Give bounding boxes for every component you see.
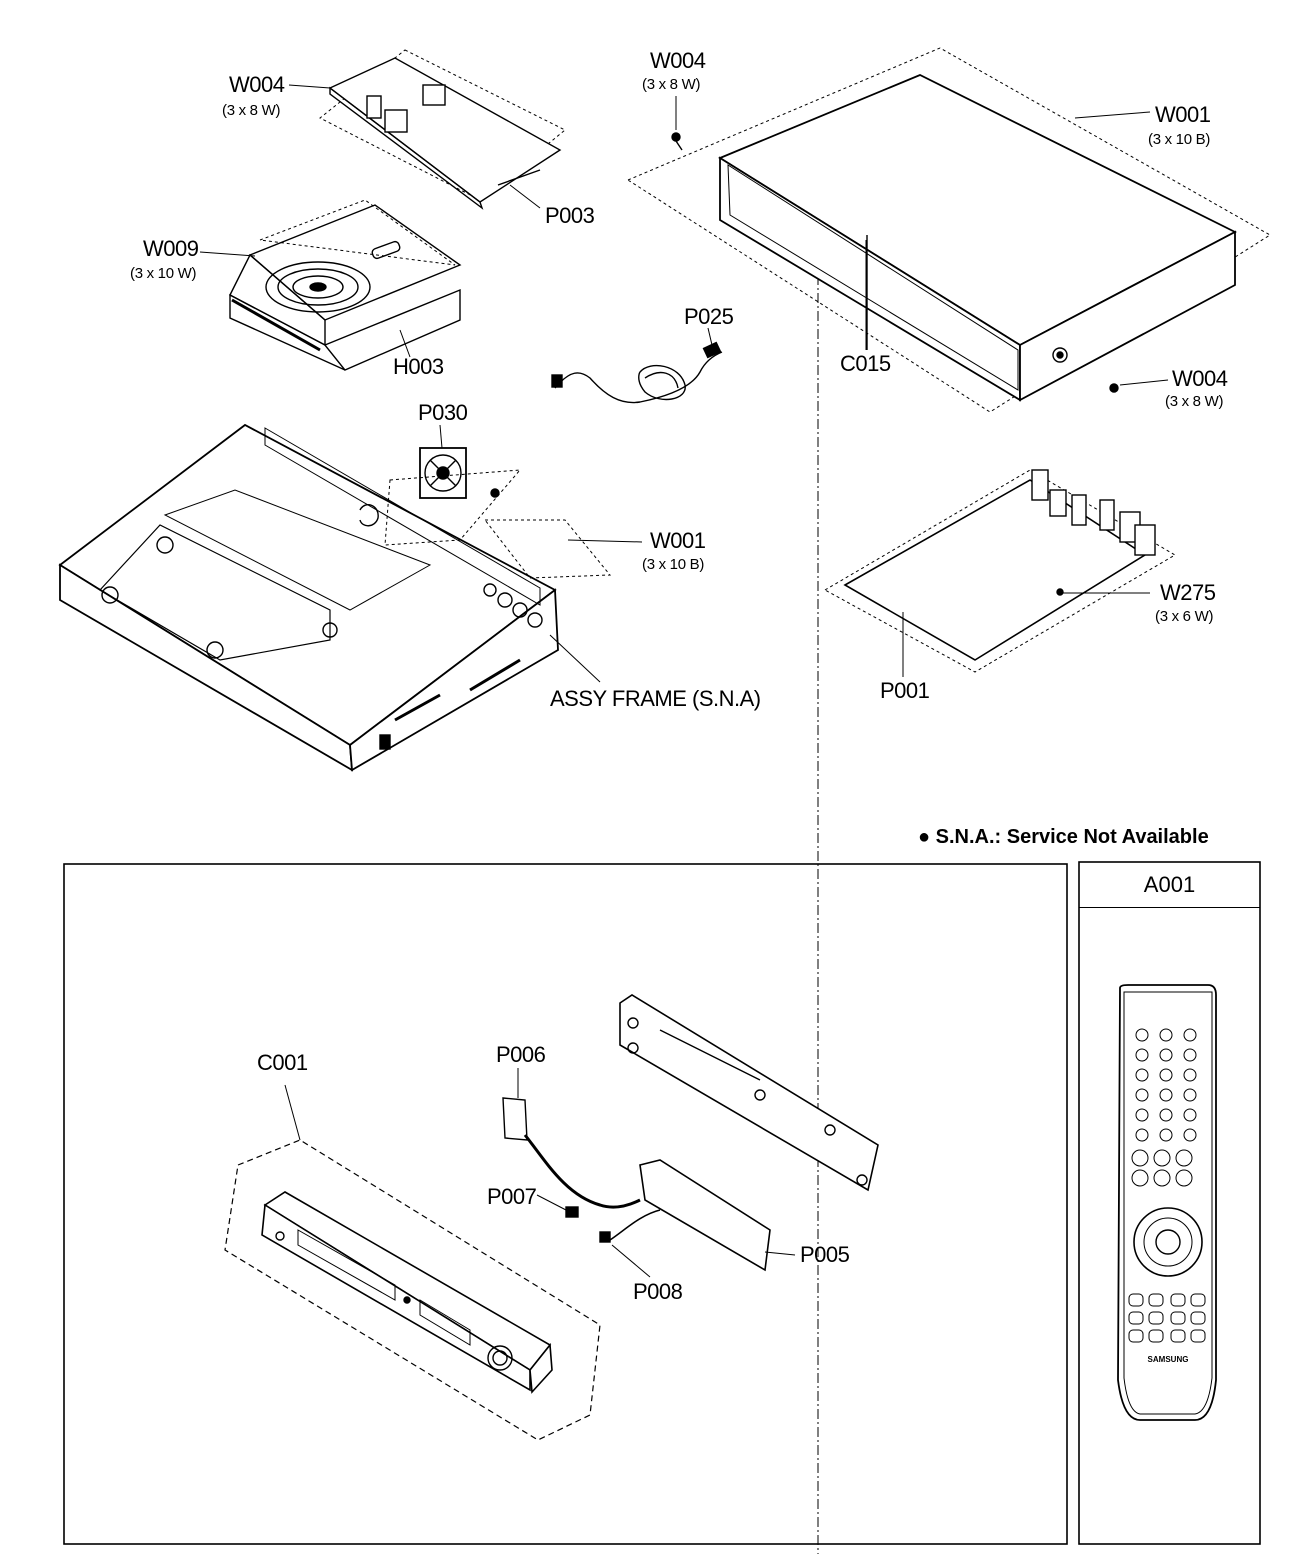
label-p030: P030	[418, 400, 468, 425]
spec-w004-right: (3 x 8 W)	[1165, 393, 1224, 410]
remote-button	[1135, 1128, 1149, 1142]
label-w004-right: W004	[1172, 366, 1228, 391]
main-board-p001-drawing	[823, 469, 1176, 673]
remote-button	[1153, 1149, 1171, 1167]
label-p007: P007	[487, 1184, 537, 1209]
leader-lines	[199, 84, 1169, 1278]
spec-w001-top-right: (3 x 10 B)	[1148, 131, 1211, 148]
remote-button	[1183, 1128, 1197, 1142]
remote-control-a001-drawing: SAMSUNG	[1117, 984, 1217, 1421]
remote-box	[1078, 861, 1261, 1545]
remote-button	[1135, 1068, 1149, 1082]
remote-button	[1183, 1028, 1197, 1042]
remote-button	[1175, 1169, 1193, 1187]
label-p005: P005	[800, 1242, 850, 1267]
label-h003: H003	[393, 354, 444, 379]
remote-button	[1135, 1108, 1149, 1122]
label-w004-top-middle: W004	[650, 48, 706, 73]
remote-button	[1148, 1329, 1164, 1343]
remote-button	[1183, 1088, 1197, 1102]
front-panel-c001-drawing	[224, 1139, 601, 1441]
assy-frame-drawing	[58, 423, 612, 772]
label-w275: W275	[1160, 580, 1216, 605]
remote-button	[1135, 1088, 1149, 1102]
power-cord-p025-drawing	[551, 341, 723, 404]
label-p003: P003	[545, 203, 595, 228]
remote-button	[1190, 1329, 1206, 1343]
label-p025: P025	[684, 304, 734, 329]
remote-button	[1159, 1048, 1173, 1062]
label-p001: P001	[880, 678, 930, 703]
remote-button	[1159, 1128, 1173, 1142]
label-p006: P006	[496, 1042, 546, 1067]
remote-button	[1183, 1048, 1197, 1062]
remote-button	[1159, 1028, 1173, 1042]
spec-w001-middle: (3 x 10 B)	[642, 556, 705, 573]
remote-button	[1170, 1329, 1186, 1343]
remote-button	[1159, 1088, 1173, 1102]
label-w001-middle: W001	[650, 528, 706, 553]
remote-button	[1175, 1149, 1193, 1167]
spec-w004-top-left: (3 x 8 W)	[222, 102, 281, 119]
remote-button	[1128, 1293, 1144, 1307]
remote-button	[1159, 1108, 1173, 1122]
remote-button	[1170, 1293, 1186, 1307]
front-panel-group-box	[63, 863, 1068, 1545]
remote-button	[1148, 1293, 1164, 1307]
board-p003-drawing	[319, 49, 566, 210]
remote-button	[1190, 1311, 1206, 1325]
top-cover-c015-drawing	[626, 47, 1271, 413]
remote-button	[1135, 1028, 1149, 1042]
remote-button	[1128, 1329, 1144, 1343]
board-p006-drawing	[502, 1097, 641, 1209]
remote-button	[1148, 1311, 1164, 1325]
remote-button	[1153, 1169, 1171, 1187]
remote-brand-text: SAMSUNG	[1148, 1355, 1189, 1364]
label-w001-top-right: W001	[1155, 102, 1211, 127]
remote-button	[1128, 1311, 1144, 1325]
remote-buttons	[1128, 1028, 1206, 1343]
label-w004-top-left: W004	[229, 72, 285, 97]
label-a001: A001	[1079, 862, 1260, 908]
spec-w004-top-middle: (3 x 8 W)	[642, 76, 701, 93]
sna-note: ● S.N.A.: Service Not Available	[918, 826, 1209, 848]
remote-button	[1131, 1149, 1149, 1167]
remote-button	[1131, 1169, 1149, 1187]
board-p005-drawing	[565, 1159, 771, 1272]
label-assy-frame: ASSY FRAME (S.N.A)	[550, 686, 761, 711]
remote-button	[1183, 1068, 1197, 1082]
label-w009: W009	[143, 236, 199, 261]
remote-button	[1183, 1108, 1197, 1122]
dvd-loader-h003-drawing	[229, 199, 462, 371]
remote-button	[1170, 1311, 1186, 1325]
label-p008: P008	[633, 1279, 683, 1304]
label-c001: C001	[257, 1050, 308, 1075]
remote-button	[1190, 1293, 1206, 1307]
spec-w009: (3 x 10 W)	[130, 265, 197, 282]
remote-button	[1135, 1048, 1149, 1062]
front-bracket-drawing	[619, 994, 879, 1192]
spec-w275: (3 x 6 W)	[1155, 608, 1214, 625]
remote-button	[1159, 1068, 1173, 1082]
label-c015: C015	[840, 351, 891, 376]
